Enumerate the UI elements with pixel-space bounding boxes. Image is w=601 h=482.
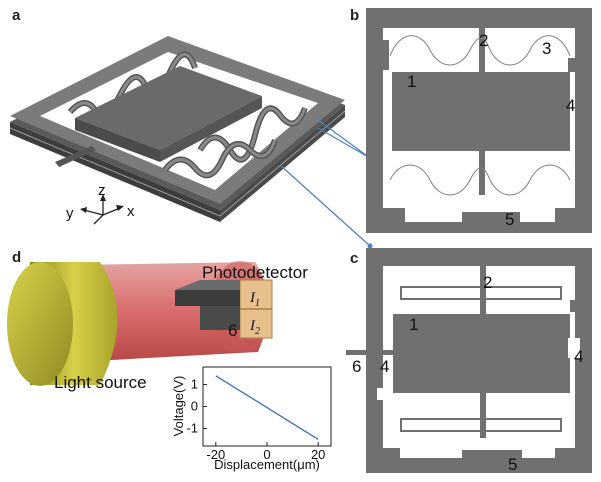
x-axis-arrow (116, 205, 124, 211)
y-tick-label: 1 (191, 377, 198, 392)
c-post-top (480, 266, 486, 314)
b-post-bottom (479, 151, 485, 195)
d-label-6: 6 (228, 321, 237, 340)
y-tick-label: 0 (191, 399, 198, 414)
b-spring-top (389, 35, 571, 66)
panel-d-letter: d (12, 249, 21, 266)
x-tick-label: 20 (311, 447, 325, 462)
light-source-face (7, 262, 73, 386)
spring-right-highlight (198, 106, 307, 162)
device-3d (9, 36, 346, 222)
c-label-5: 5 (508, 455, 517, 474)
c-label-4-right: 4 (574, 347, 583, 366)
y-tick-label: -1 (186, 420, 198, 435)
chart-ylabel: Voltage(V) (171, 376, 186, 437)
y-axis-arrow (80, 207, 87, 213)
panel-c-letter: c (350, 250, 358, 267)
b-label-4: 4 (566, 96, 575, 115)
probe-rod (55, 146, 96, 167)
chart-xlabel: Displacement(μm) (214, 457, 320, 472)
layer-line-right (219, 110, 346, 217)
knife-edge-top (175, 290, 240, 306)
x-tick-label: 0 (263, 447, 270, 462)
chart-frame (202, 366, 332, 447)
I2-label: I2 (249, 318, 260, 337)
z-axis-arrow (100, 194, 106, 201)
proof-mass-side-left (75, 118, 160, 162)
b-notch-right (569, 38, 575, 58)
y2-axis-line (93, 214, 104, 225)
b-label-2: 2 (479, 31, 488, 50)
c-right-holder (568, 338, 580, 358)
knife-edge-block (200, 306, 240, 330)
c-label-2: 2 (483, 273, 492, 292)
spring-bottom-highlight (163, 139, 277, 177)
connector-line-b-bottom (317, 127, 371, 159)
proof-mass-side-right (160, 96, 262, 162)
x-axis-label: x (127, 203, 135, 220)
spring-top-left-highlight (68, 53, 197, 117)
photodetector-label: Photodetector (202, 263, 308, 282)
panel-c: c 1 2 4 4 5 6 (346, 248, 592, 474)
z-axis-label: z (98, 182, 106, 199)
b-notch-left (383, 40, 389, 70)
knife-edge-top-face (175, 280, 240, 290)
panel-b: b 1 2 3 4 5 (350, 7, 592, 233)
b-label-5: 5 (505, 210, 514, 229)
b-proof-mass (392, 72, 570, 151)
connector-line-b-top (317, 119, 371, 159)
panel-b-letter: b (350, 7, 359, 24)
connector-dot-c (367, 243, 373, 249)
panel-a: a (9, 7, 373, 249)
b-spring-bottom (389, 164, 571, 196)
c-label-4-left: 4 (380, 357, 389, 376)
voltage-displacement-chart: -20 0 20 1 0 -1 Voltage(V) Displacement(μm) (171, 366, 332, 472)
b-label-1: 1 (407, 72, 416, 91)
layer-line-left (9, 127, 221, 217)
chart-ticks: -20 0 20 1 0 -1 (186, 377, 325, 462)
y-axis-label: y (66, 205, 74, 222)
c-label-6: 6 (352, 357, 361, 376)
x-axis-line (102, 207, 121, 216)
c-proof-mass (393, 314, 570, 393)
panel-a-letter: a (12, 7, 21, 24)
panel-d: d Photodetector Light source 6 I1 I2 -20… (7, 249, 332, 472)
proof-mass-top (75, 66, 262, 150)
light-source-label: Light source (54, 373, 147, 392)
y-axis-line (83, 209, 104, 216)
c-label-1: 1 (409, 315, 418, 334)
chart-series-line (215, 375, 319, 440)
x-tick-label: -20 (206, 447, 225, 462)
axes-indicator: z x y (66, 182, 135, 225)
b-post-top (479, 28, 485, 72)
connector-line-c (279, 164, 371, 247)
b-label-3: 3 (542, 39, 551, 58)
c-post-bottom (480, 393, 486, 438)
c-probe (346, 350, 393, 355)
I1-label: I1 (249, 290, 260, 309)
